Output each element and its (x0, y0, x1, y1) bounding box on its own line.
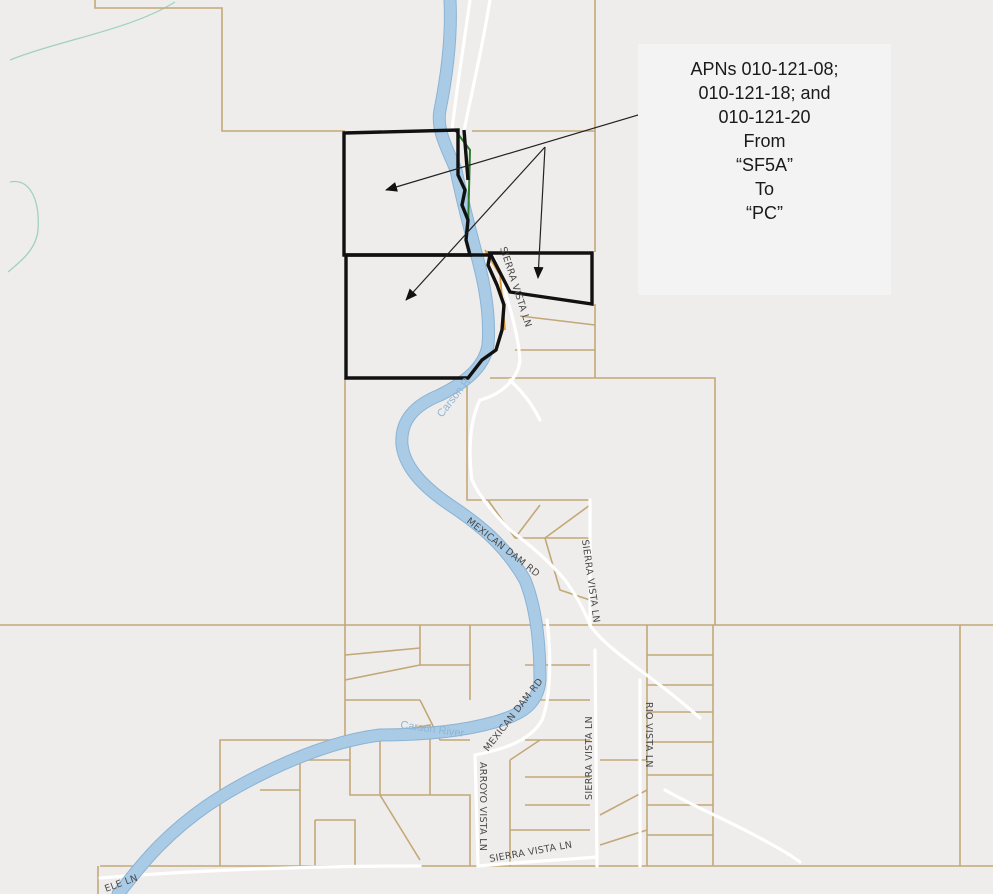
callout-line-from-zone: “SF5A” (735, 155, 793, 175)
subject-parcel-east (487, 251, 594, 306)
callout-line-to-zone: “PC” (746, 203, 783, 223)
creeks (7, 1, 176, 273)
callout-line-apns-3: 010-121-20 (718, 107, 811, 127)
roads (98, 0, 802, 880)
arrow-to-south-parcel (405, 146, 546, 301)
leader-arrows (385, 114, 639, 301)
callout-line-from: From (743, 131, 786, 151)
subject-parcels (342, 128, 594, 380)
subject-parcel-sliver (462, 129, 470, 181)
arrow-to-east-parcel (533, 146, 546, 279)
annotation-callout: APNs 010-121-08; 010-121-18; and 010-121… (638, 44, 891, 295)
road-label-sierra-vista-south: SIERRA VISTA LN (584, 716, 595, 800)
callout-line-to: To (754, 179, 774, 199)
road-label-arroyo-vista: ARROYO VISTA LN (477, 762, 488, 851)
callout-line-apns-2: 010-121-18; and (698, 83, 831, 103)
callout-line-apns-1: APNs 010-121-08; (690, 59, 839, 79)
road-label-rio-vista: RIO VISTA LN (643, 702, 654, 768)
subject-parcel-south (344, 253, 506, 380)
arrow-to-north-parcel (385, 114, 639, 192)
